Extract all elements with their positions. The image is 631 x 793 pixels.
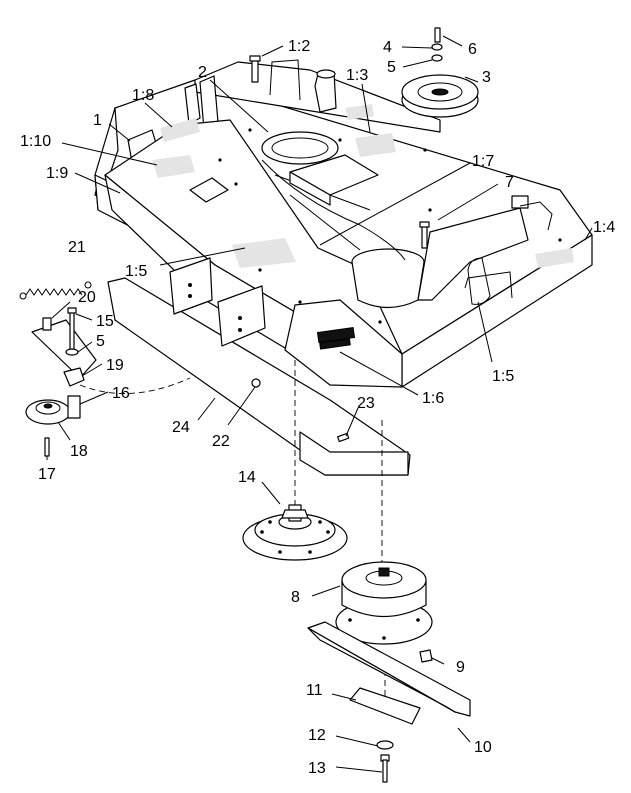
idler-arm [31,319,97,379]
callout-5-left: 5 [96,333,105,350]
idler-pivot-block [511,195,529,209]
spindle-14 [242,504,348,561]
callout-17: 17 [38,466,56,483]
callout-23: 23 [357,395,375,412]
callout-3: 3 [482,69,491,86]
shield-decal-black [316,326,356,344]
washer-5-left [65,348,79,356]
callout-7: 7 [505,174,514,191]
blade-10-edge [307,627,456,713]
rear-handle-left [269,59,301,101]
leader-lines [46,35,593,773]
spindle-pulley-8 [335,561,433,645]
callout-24: 24 [172,419,190,436]
callout-15: 15 [96,313,114,330]
belt-guide-side [289,171,331,206]
callout-1-6: 1:6 [422,390,444,407]
callout-9: 9 [456,659,465,676]
nut-22 [251,378,261,388]
skirt-bracket-2 [217,285,266,347]
callout-1-3: 1:3 [346,67,368,84]
callout-1-10: 1:10 [20,133,51,150]
callout-1-4: 1:4 [593,219,615,236]
spindle-opening-left-inner [271,137,329,159]
decal-1-4 [535,248,574,268]
callout-4: 4 [383,39,392,56]
bolt-17 [44,437,50,457]
belt-loop-3 [289,194,361,251]
callout-6: 6 [468,41,477,58]
decal-1-10 [152,155,195,178]
deck-holes [218,128,562,324]
bolt-1-2 [251,59,259,83]
spring [25,288,83,296]
skirt-bracket-holes [188,283,242,332]
callout-5-top: 5 [387,59,396,76]
callout-12: 12 [308,727,326,744]
mower-deck [94,59,593,388]
bolt-6 [434,27,441,43]
idler-bracket-handle [467,257,491,305]
decal-1-5-center [232,238,296,268]
front-skirt-assembly [107,257,411,476]
callout-1-8: 1:8 [132,87,154,104]
front-skirt-tab [299,431,409,476]
callout-16: 16 [112,385,130,402]
anti-scalp-11 [349,687,421,725]
callout-21: 21 [68,239,86,256]
nut-9 [419,649,433,663]
bolt-13 [382,759,388,783]
washer-12 [376,740,394,750]
rear-post-top [316,69,336,79]
callout-8: 8 [291,589,300,606]
washer-5-top [431,54,443,62]
callout-11: 11 [306,682,323,699]
callout-1-9: 1:9 [46,165,68,182]
callout-10: 10 [474,739,492,756]
callout-22: 22 [212,433,230,450]
callout-19: 19 [106,357,124,374]
right-front-handle [464,271,513,299]
spacer-16 [67,395,81,419]
callout-2: 2 [198,64,207,81]
hinge-plate-back [184,83,201,125]
spindle-opening-left [261,131,339,165]
bolt-15 [69,311,75,353]
decal-rear-small [345,104,374,120]
bolt-7 [421,225,428,249]
washer-4 [431,43,443,51]
callout-20: 20 [78,289,96,306]
callout-13: 13 [308,760,326,777]
cover-bracket [189,177,229,203]
callout-1-5-right: 1:5 [492,368,514,385]
callout-18: 18 [70,443,88,460]
callout-1: 1 [93,112,102,129]
callout-1-2: 1:2 [288,38,310,55]
nut-19 [63,367,85,387]
belt-loop-1 [261,159,406,261]
spindle-housing-right [351,261,425,309]
drive-pulley-3 [401,27,479,118]
decal-1-3 [355,133,396,157]
decal-1-8 [160,118,200,142]
callout-1-7: 1:7 [472,153,494,170]
blade-assembly [307,621,471,783]
bolt-20 [42,317,52,331]
shield-decal-strip [319,338,351,350]
idler-arm-assembly [19,281,97,457]
callout-labels: 1:2 4 6 5 2 1:3 3 1:8 1 1:10 1:9 1:7 7 1… [20,38,615,777]
callout-1-5-left: 1:5 [125,263,147,280]
callout-14: 14 [238,469,256,486]
right-rear-loop [519,201,553,231]
